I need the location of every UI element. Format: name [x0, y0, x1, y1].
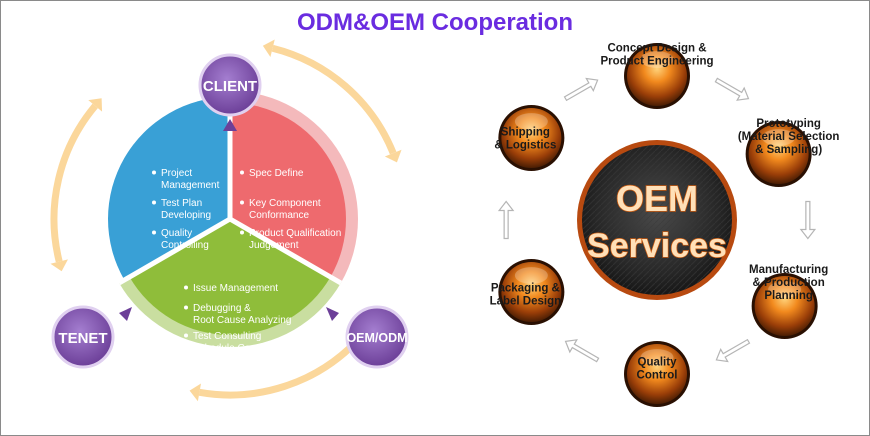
service-step-label: & Sampling) [755, 144, 822, 156]
service-step-balls [498, 43, 818, 407]
tenet-pointer [119, 307, 132, 321]
service-step-label: Prototyping [756, 118, 821, 130]
segment-divider [228, 216, 343, 286]
segment-item-text: Product Qualification [249, 228, 341, 239]
service-step-label: Quality [638, 357, 678, 369]
segment-item-text: Controlling [161, 240, 209, 251]
segment-item-text: Schedule Controlling [193, 343, 285, 354]
segment-item-text: Spec Define [249, 168, 304, 179]
segment-item-text: Developing [161, 210, 211, 221]
oem-odm-node: OEM/ODM [345, 305, 409, 369]
service-step-ball [498, 105, 565, 171]
flow-arrow-icon [497, 200, 515, 240]
flow-arrow-icon [799, 200, 817, 240]
service-step-ball [745, 121, 812, 187]
center-label-services: Services [587, 227, 727, 265]
arrow-head-icon [50, 259, 68, 272]
flow-arrow-icon [714, 77, 750, 101]
service-step-label: Label Design [490, 296, 562, 308]
service-flow-arrows [497, 77, 817, 363]
bullet-icon [184, 285, 188, 290]
bullet-icon [184, 333, 188, 338]
service-step-ball [624, 341, 690, 407]
tenet-node: TENET [51, 305, 115, 369]
oem-pointer [326, 307, 339, 321]
client-pointer [223, 119, 237, 131]
oem-odm-label: OEM/ODM [346, 331, 407, 345]
segment-divider [117, 216, 232, 286]
service-step-label: Shipping [501, 127, 550, 139]
segment-item-text: Management [161, 180, 220, 191]
segment-item-text: Root Cause Analyzing [193, 315, 291, 326]
bullet-icon [240, 170, 244, 175]
service-step-label: Product Engineering [600, 56, 713, 68]
flow-arrow-icon [564, 339, 600, 363]
bullet-icon [184, 305, 188, 310]
cycle-arrow-arc [198, 338, 360, 399]
segment-item-text: Issue Management [193, 283, 278, 294]
oem-services-center: OEM Services [577, 140, 737, 300]
segment-item-text: Test Plan [161, 198, 202, 209]
arrow-head-icon [384, 149, 402, 163]
segment-item-text: Conformance [249, 210, 309, 221]
segment-item-text: Test Consulting [193, 331, 261, 342]
client-node: CLIENT [198, 53, 262, 117]
service-step-label: Concept Design & [607, 43, 706, 55]
service-step-label: Control [637, 370, 678, 382]
service-step-label: (Material Selection [738, 131, 840, 143]
service-step-label: & Production [753, 277, 825, 289]
flow-arrow-icon [715, 338, 751, 363]
service-step-ball [751, 273, 818, 339]
segment-item-text: Quality [161, 228, 192, 239]
center-label-oem: OEM [616, 178, 698, 219]
client-label: CLIENT [203, 78, 257, 95]
cycle-arrow-arc [50, 103, 98, 263]
service-step-label: Packaging & [491, 283, 560, 295]
service-step-label: Manufacturing [749, 264, 828, 276]
cycle-arrow-arc [271, 44, 397, 155]
arrow-head-icon [88, 98, 103, 112]
tenet-label: TENET [58, 330, 107, 347]
service-step-label: Planning [764, 290, 813, 302]
bullet-icon [240, 200, 244, 205]
segment-item-text: Judgement [249, 240, 299, 251]
service-step-ball [498, 259, 565, 325]
arrow-head-icon [189, 383, 202, 402]
arrow-head-icon [262, 39, 275, 57]
page-title: ODM&OEM Cooperation [297, 9, 573, 36]
segment-item-text: Key Component [249, 198, 321, 209]
segment-item-text: Project [161, 168, 192, 179]
cycle-arrows [50, 39, 402, 402]
segment-item-text: Debugging & [193, 303, 251, 314]
bullet-icon [152, 200, 156, 205]
bullet-icon [152, 230, 156, 235]
service-step-ball [624, 43, 690, 109]
bullet-icon [152, 170, 156, 175]
service-step-label: & Logistics [494, 140, 556, 152]
flow-arrow-icon [563, 77, 599, 102]
oem-services-diagram: OEM Services Concept Design &Product Eng… [490, 43, 840, 407]
bullet-icon [240, 230, 244, 235]
service-step-labels: Concept Design &Product EngineeringProto… [490, 43, 840, 382]
